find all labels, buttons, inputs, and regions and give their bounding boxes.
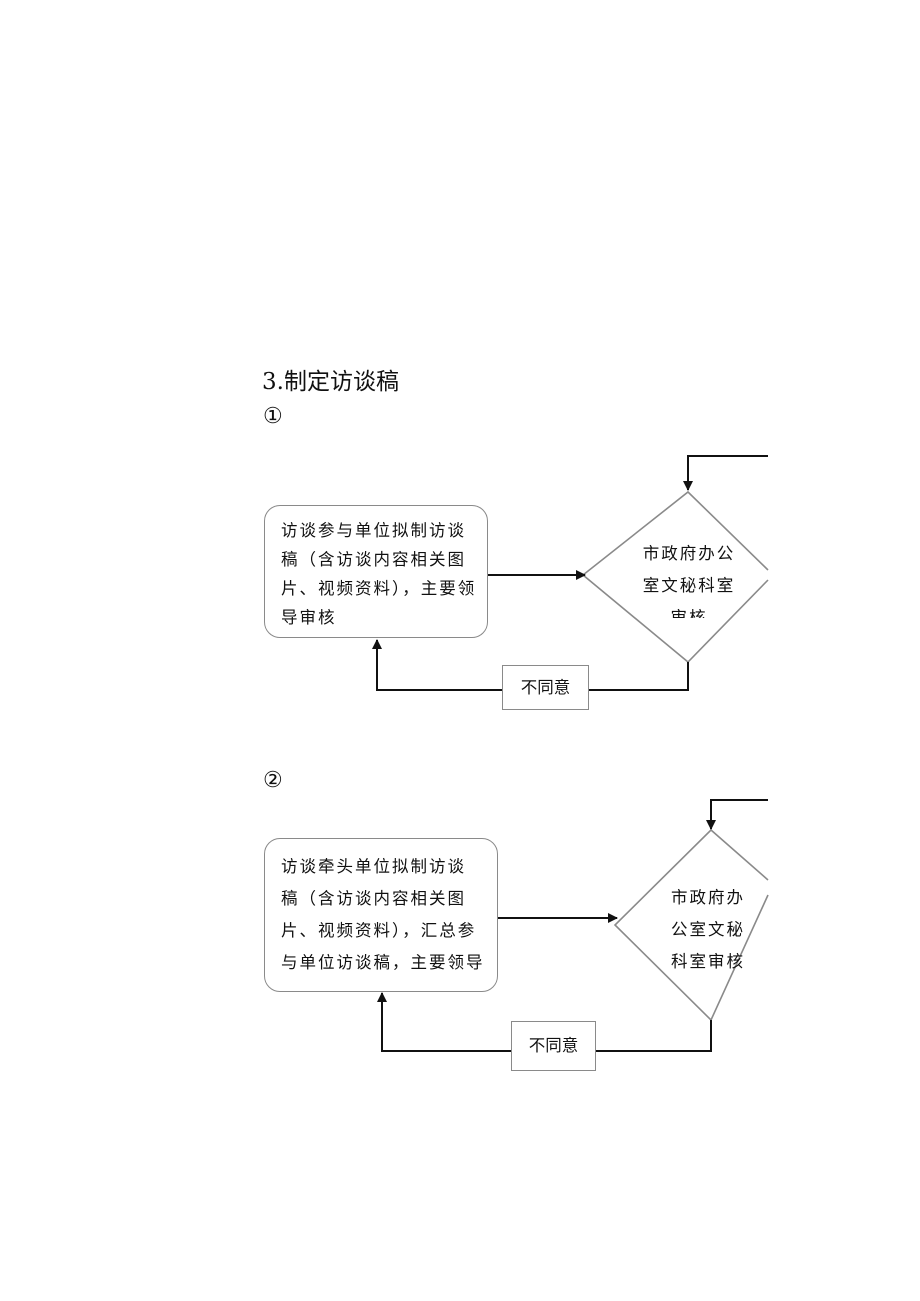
flow-1-marker: ① [263,404,283,429]
flow-1-reject-return-arrow [372,639,502,691]
flow-1-decision-line: 室文秘科室 [642,576,736,595]
flow-2-decision-line: 市政府办 [671,888,745,907]
flow-1-box-line: 导审核 [281,608,337,627]
flow-1-decision-line: 审核 [670,608,708,618]
flow-2-box-line: 片、视频资料），汇总参 [281,921,477,940]
flow-1-process-box: 访谈参与单位拟制访谈 稿（含访谈内容相关图 片、视频资料），主要领 导审核 [264,505,488,638]
section-heading: 3.制定访谈稿 [262,369,399,395]
flow-2-decision-line: 公室文秘 [671,920,745,939]
flow-2-marker: ② [263,768,283,793]
flow-2-box-line: 与单位访谈稿，主要领导 [281,953,485,972]
flow-2-reject-label: 不同意 [511,1021,596,1071]
flow-1-box-line: 稿（含访谈内容相关图 [281,550,466,569]
flow-1-box-line: 片、视频资料），主要领 [281,579,477,598]
flow-1-top-feedback-line [683,455,768,491]
flow-2-reject-loop-line [596,1020,712,1052]
flow-1-reject-label: 不同意 [502,665,589,710]
flow-2-box-line: 稿（含访谈内容相关图 [281,889,466,908]
flow-2-top-feedback-line [706,799,768,830]
flow-2-process-box: 访谈牵头单位拟制访谈 稿（含访谈内容相关图 片、视频资料），汇总参 与单位访谈稿… [264,838,498,992]
flow-2-decision-diamond-outline [613,828,769,1022]
flow-1-box-line: 访谈参与单位拟制访谈 [281,521,466,540]
flow-1-decision-text: 市政府办公 室文秘科室 审核 [628,538,750,618]
flow-2-decision-text: 市政府办 公室文秘 科室审核 [658,882,758,982]
flow-1-decision-line: 市政府办公 [642,544,736,563]
flow-2-reject-return-arrow [377,992,511,1052]
flow-2-decision-line: 科室审核 [671,952,745,971]
flow-2-box-line: 访谈牵头单位拟制访谈 [281,857,466,876]
flow-1-reject-loop-line [589,662,689,691]
